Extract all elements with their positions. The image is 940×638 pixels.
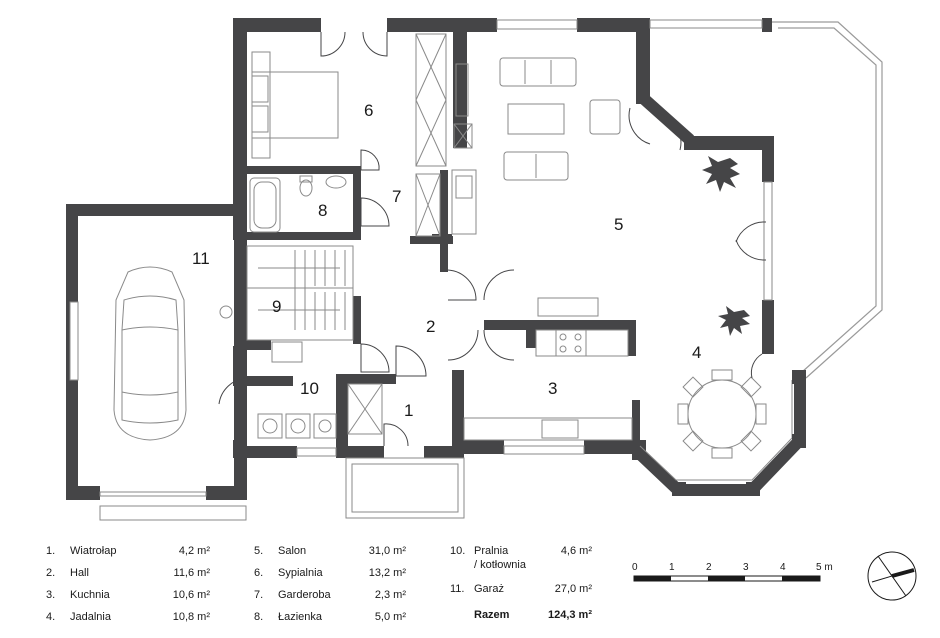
car-icon xyxy=(113,266,187,441)
kitchen-units xyxy=(463,329,633,441)
legend-name: / kotłownia xyxy=(474,559,526,571)
internal-walls xyxy=(247,166,640,448)
room-label-10: 10 xyxy=(300,379,319,398)
scale-tick-5: 5 m xyxy=(816,562,833,573)
legend-column-3: 10. Pralnia 4,6 m² / kotłownia 11. Garaż… xyxy=(450,540,600,630)
garage xyxy=(66,204,247,521)
legend-num: 7. xyxy=(254,589,264,601)
wardrobe-cabinets xyxy=(347,33,473,435)
legend-name: Łazienka xyxy=(278,611,323,623)
legend-num: 3. xyxy=(46,589,56,601)
legend-column-1: 1. Wiatrołap 4,2 m² 2. Hall 11,6 m² 3. K… xyxy=(46,540,226,630)
legend-num: 10. xyxy=(450,545,466,557)
room-label-9: 9 xyxy=(272,297,281,316)
house-walls xyxy=(233,18,774,460)
legend-num: 4. xyxy=(46,611,56,623)
compass-icon xyxy=(867,551,917,601)
staircase xyxy=(246,245,354,341)
doors xyxy=(218,31,767,447)
room-label-1: 1 xyxy=(404,401,413,420)
legend-name: Salon xyxy=(278,545,307,557)
legend-area: 27,0 m² xyxy=(554,583,592,595)
room-label-8: 8 xyxy=(318,201,327,220)
legend-num: 5. xyxy=(254,545,264,557)
room-label-5: 5 xyxy=(614,215,623,234)
legend-num: 1. xyxy=(46,545,56,557)
windows xyxy=(296,19,773,457)
room-label-11: 11 xyxy=(192,249,210,268)
room-label-6: 6 xyxy=(364,101,373,120)
scale-tick-0: 0 xyxy=(632,562,638,573)
legend-total-label: Razem xyxy=(474,609,510,621)
legend-num: 8. xyxy=(254,611,264,623)
bed-icon xyxy=(251,51,339,159)
room-label-7: 7 xyxy=(392,187,401,206)
scale-tick-2: 2 xyxy=(706,562,712,573)
dining-bay xyxy=(635,370,806,496)
legend-area: 10,6 m² xyxy=(172,589,210,601)
legend-area: 31,0 m² xyxy=(368,545,406,557)
legend-area: 2,3 m² xyxy=(374,589,406,601)
legend-column-2: 5. Salon 31,0 m² 6. Sypialnia 13,2 m² 7.… xyxy=(254,540,424,630)
legend-total-area: 124,3 m² xyxy=(547,609,592,621)
legend-area: 5,0 m² xyxy=(374,611,406,623)
legend-name: Kuchnia xyxy=(70,589,110,601)
living-bay xyxy=(639,93,694,145)
legend-num: 11. xyxy=(450,583,465,595)
room-label-2: 2 xyxy=(426,317,435,336)
room-label-4: 4 xyxy=(692,343,701,362)
legend-area: 10,8 m² xyxy=(172,611,210,623)
living-furniture xyxy=(499,57,621,317)
legend-name: Pralnia xyxy=(474,545,509,557)
bathroom-fixtures xyxy=(249,175,347,233)
scale-tick-1: 1 xyxy=(669,562,675,573)
legend-name: Jadalnia xyxy=(70,611,111,623)
fireplace xyxy=(451,63,477,235)
dining-table xyxy=(677,369,767,459)
room-label-3: 3 xyxy=(548,379,557,398)
legend-name: Garaż xyxy=(474,583,504,595)
legend-num: 6. xyxy=(254,567,264,579)
terrace-outline xyxy=(772,21,883,379)
laundry-appliances xyxy=(257,341,337,439)
porch xyxy=(345,457,465,519)
legend-num: 2. xyxy=(46,567,56,579)
legend-area: 4,2 m² xyxy=(178,545,210,557)
legend-area: 13,2 m² xyxy=(368,567,406,579)
garage-drain-icon xyxy=(219,305,233,319)
legend-area: 11,6 m² xyxy=(173,567,210,579)
plant-icon xyxy=(702,156,750,336)
scale-bar: 0 1 2 3 4 5 m xyxy=(632,562,833,582)
legend-name: Sypialnia xyxy=(278,567,323,579)
legend-area: 4,6 m² xyxy=(560,545,592,557)
legend-name: Hall xyxy=(70,567,89,579)
scale-tick-3: 3 xyxy=(743,562,749,573)
scale-tick-4: 4 xyxy=(780,562,786,573)
legend-name: Garderoba xyxy=(278,589,331,601)
legend-name: Wiatrołap xyxy=(70,545,117,557)
